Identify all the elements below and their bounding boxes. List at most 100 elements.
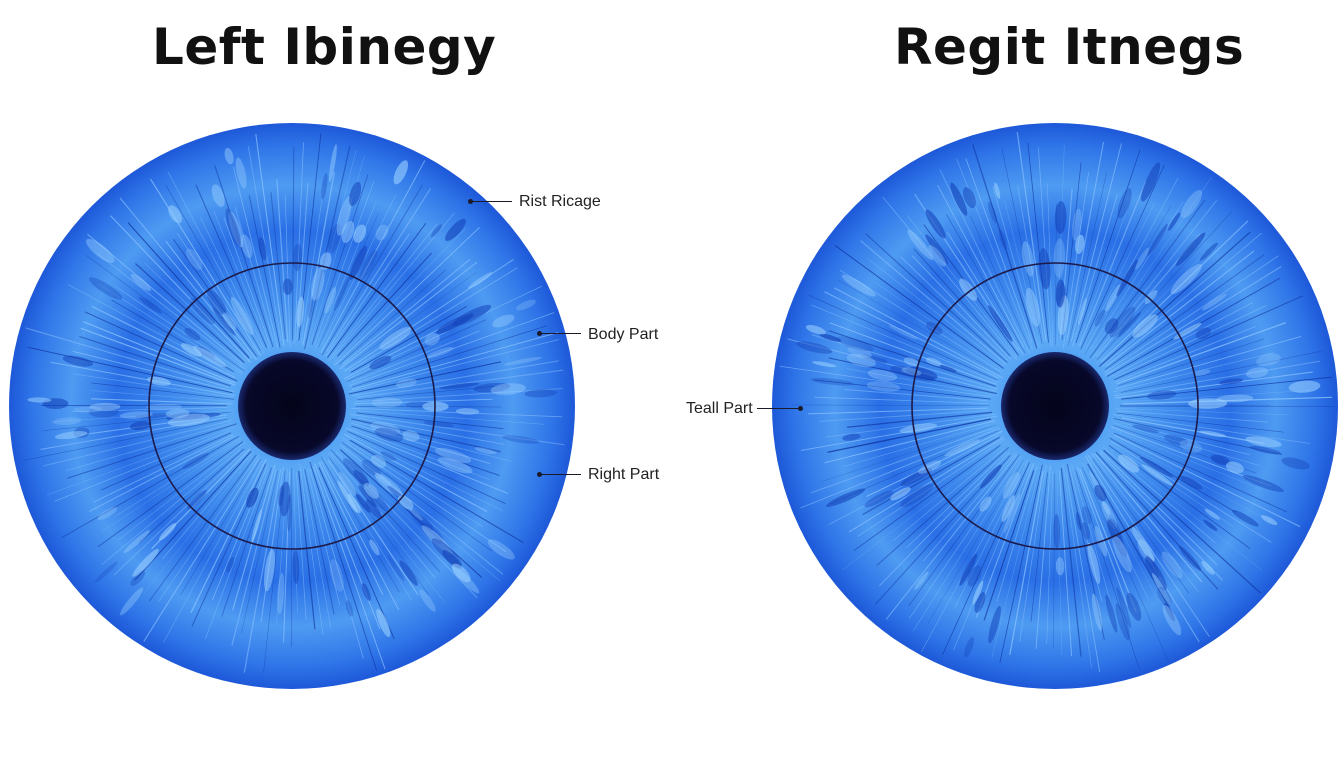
iris-crypt [445, 218, 466, 241]
iris-fiber [1121, 376, 1332, 400]
iris-fiber [1094, 453, 1203, 583]
iris-fiber [67, 423, 237, 479]
iris-crypt [319, 252, 332, 270]
iris-crypt [1116, 259, 1138, 297]
iris-fiber [204, 469, 269, 640]
iris-crypt [88, 405, 119, 418]
iris-fiber [836, 279, 1001, 375]
iris-crypt [959, 553, 978, 586]
iris-crypt [336, 196, 352, 236]
iris-crypt [421, 525, 453, 555]
iris-crypt [119, 411, 153, 419]
iris-fiber [1056, 471, 1063, 656]
iris-fiber [114, 438, 241, 517]
iris-crypt [292, 243, 303, 272]
iris-crypt [925, 234, 949, 264]
iris-crypt [374, 427, 404, 442]
iris-crypt [353, 470, 370, 487]
iris-fiber [241, 470, 278, 634]
iris-fiber [338, 269, 446, 365]
iris-crypt [94, 561, 118, 583]
iris-fiber [327, 460, 419, 596]
iris-crypt [950, 182, 968, 216]
iris-fiber [1080, 164, 1165, 350]
iris-fiber [115, 286, 243, 373]
iris-fiber [1095, 451, 1219, 590]
iris-crypt [1218, 378, 1244, 385]
iris-crypt [1199, 242, 1218, 261]
iris-fiber [231, 469, 277, 646]
iris-fiber [190, 459, 267, 614]
iris-fiber [865, 233, 1008, 363]
iris-fiber [1085, 178, 1179, 349]
iris-fiber [47, 427, 234, 496]
iris-crypt [959, 278, 978, 301]
iris-fiber [299, 463, 324, 636]
iris-fiber [1100, 220, 1249, 363]
iris-fiber [348, 339, 559, 393]
iris-fiber [79, 335, 231, 387]
iris-fiber [820, 424, 997, 483]
iris-fiber [867, 258, 1005, 367]
iris-crypt [979, 496, 992, 512]
iris-crypt [1075, 512, 1082, 531]
iris-fiber [213, 211, 271, 352]
iris-fiber [356, 369, 564, 399]
iris-crypt [490, 383, 526, 395]
iris-crypt [811, 361, 837, 368]
iris-fiber [260, 466, 284, 623]
iris-fiber [247, 145, 282, 342]
iris-fiber [352, 325, 548, 388]
iris-crypt [516, 299, 536, 311]
iris-fiber [358, 417, 504, 445]
iris-crypt [226, 556, 235, 573]
iris-crypt [228, 211, 244, 248]
iris-fiber [824, 291, 999, 379]
iris-fiber [1103, 449, 1262, 594]
iris-fiber [947, 231, 1024, 356]
iris-fiber [911, 255, 1012, 361]
iris-fiber [1066, 141, 1105, 341]
iris-crypt [1077, 297, 1087, 325]
iris-crypt [451, 563, 471, 583]
iris-crypt [212, 307, 236, 336]
iris-crypt [349, 181, 362, 206]
iris-crypt [473, 382, 511, 393]
iris-fiber [91, 390, 235, 402]
iris-fiber [828, 330, 996, 387]
iris-fiber [283, 471, 291, 643]
iris-fiber [143, 456, 253, 594]
iris-fiber [294, 142, 304, 344]
iris-crypt [1126, 592, 1142, 621]
iris-fiber [1090, 201, 1184, 350]
iris-crypt [402, 430, 420, 442]
iris-fiber [339, 449, 483, 578]
iris-crypt [359, 250, 378, 280]
iris-crypt [296, 296, 305, 328]
iris-fiber [318, 467, 395, 639]
iris-fiber [343, 433, 488, 512]
iris-crypt [1117, 311, 1142, 338]
iris-crypt [866, 381, 901, 392]
iris-crypt [864, 490, 893, 508]
iris-fiber [327, 451, 446, 604]
iris-crypt [369, 539, 380, 556]
iris-fiber [808, 295, 998, 381]
iris-crypt [1137, 539, 1155, 563]
iris-fiber [42, 420, 232, 467]
iris-crypt [399, 560, 418, 586]
iris-fiber [276, 467, 288, 624]
iris-fiber [163, 460, 263, 643]
iris-crypt [1180, 475, 1203, 490]
iris-fiber [330, 451, 436, 579]
iris-crypt [1112, 535, 1132, 573]
iris-fiber [1082, 467, 1169, 662]
iris-crypt [1002, 471, 1020, 499]
iris-crypt [1116, 586, 1132, 628]
iris-fiber [314, 463, 381, 630]
iris-fiber [248, 195, 281, 348]
iris-fiber [1104, 254, 1265, 371]
iris-fiber [97, 253, 246, 370]
iris-fiber [808, 407, 988, 415]
iris-fiber [1079, 468, 1137, 612]
